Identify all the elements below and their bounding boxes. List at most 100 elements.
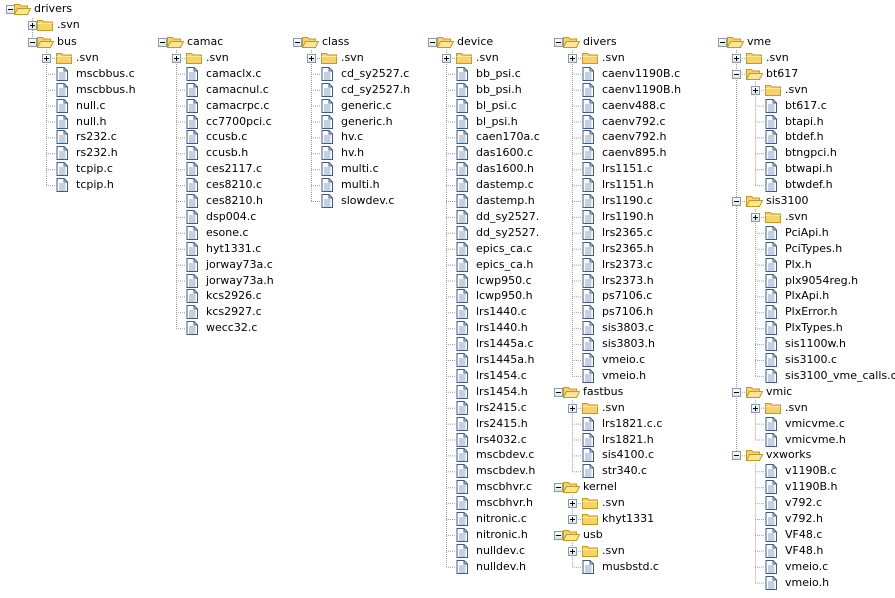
file-node-lrs2415-h[interactable]: lrs2415.h bbox=[456, 416, 529, 432]
collapse-icon[interactable] bbox=[158, 38, 167, 47]
file-node-lrs1190-c[interactable]: lrs1190.c bbox=[582, 193, 654, 209]
expand-icon[interactable] bbox=[751, 85, 760, 95]
expand-icon[interactable] bbox=[751, 212, 760, 222]
folder-node-vme[interactable]: vme bbox=[727, 34, 772, 50]
file-node-tcpip-c[interactable]: tcpip.c bbox=[56, 161, 114, 177]
collapse-icon[interactable] bbox=[718, 38, 727, 47]
file-node-btwapi-h[interactable]: btwapi.h bbox=[765, 161, 834, 177]
file-node-btwdef-h[interactable]: btwdef.h bbox=[765, 177, 834, 193]
file-node-rs232-c[interactable]: rs232.c bbox=[56, 129, 118, 145]
file-node-epics-ca-h[interactable]: epics_ca.h bbox=[456, 257, 534, 273]
file-node-jorway73a-h[interactable]: jorway73a.h bbox=[186, 273, 275, 289]
file-node-caenv895-h[interactable]: caenv895.h bbox=[582, 145, 668, 161]
expand-icon[interactable] bbox=[307, 53, 316, 63]
file-node-camacnul-c[interactable]: camacnul.c bbox=[186, 82, 270, 98]
file-node-lrs1454-c[interactable]: lrs1454.c bbox=[456, 368, 528, 384]
expand-icon[interactable] bbox=[732, 53, 741, 63]
file-node-lrs2415-c[interactable]: lrs2415.c bbox=[456, 400, 528, 416]
file-node-lrs1151-h[interactable]: lrs1151.h bbox=[582, 177, 655, 193]
file-node-hv-h[interactable]: hv.h bbox=[321, 145, 365, 161]
folder-node-divers[interactable]: divers bbox=[563, 34, 618, 50]
file-node-vmeio-c[interactable]: vmeio.c bbox=[582, 352, 646, 368]
file-node-bl-psi-h[interactable]: bl_psi.h bbox=[456, 114, 519, 130]
file-node-multi-c[interactable]: multi.c bbox=[321, 161, 380, 177]
file-node-slowdev-c[interactable]: slowdev.c bbox=[321, 193, 395, 209]
file-node-ces2117-c[interactable]: ces2117.c bbox=[186, 161, 263, 177]
file-node-das1600-c[interactable]: das1600.c bbox=[456, 145, 534, 161]
expand-icon[interactable] bbox=[28, 21, 37, 30]
file-node-esone-c[interactable]: esone.c bbox=[186, 225, 250, 241]
folder-node-sis3100[interactable]: sis3100 bbox=[746, 193, 810, 209]
file-node-mscbbus-h[interactable]: mscbbus.h bbox=[56, 82, 137, 98]
collapse-icon[interactable] bbox=[554, 483, 563, 493]
file-node-generic-h[interactable]: generic.h bbox=[321, 114, 394, 130]
file-node-null-c[interactable]: null.c bbox=[56, 98, 107, 114]
file-node-das1600-h[interactable]: das1600.h bbox=[456, 161, 535, 177]
file-node-vmeio-c[interactable]: vmeio.c bbox=[765, 559, 829, 575]
file-node-ces8210-h[interactable]: ces8210.h bbox=[186, 193, 264, 209]
file-node-kcs2926-c[interactable]: kcs2926.c bbox=[186, 288, 263, 304]
file-node-ccusb-h[interactable]: ccusb.h bbox=[186, 145, 249, 161]
file-node-lrs2365-c[interactable]: lrs2365.c bbox=[582, 225, 654, 241]
file-node-v1190b-c[interactable]: v1190B.c bbox=[765, 463, 838, 479]
file-node-ccusb-c[interactable]: ccusb.c bbox=[186, 129, 248, 145]
file-node-hv-c[interactable]: hv.c bbox=[321, 129, 364, 145]
file-node-mscbdev-h[interactable]: mscbdev.h bbox=[456, 463, 536, 479]
file-node-caenv792-h[interactable]: caenv792.h bbox=[582, 129, 668, 145]
file-node-lrs4032-c[interactable]: lrs4032.c bbox=[456, 432, 528, 448]
file-node-caenv792-c[interactable]: caenv792.c bbox=[582, 114, 667, 130]
folder-node-svn[interactable]: .svn bbox=[37, 17, 81, 33]
folder-node-bus[interactable]: bus bbox=[37, 34, 78, 50]
file-node-str340-c[interactable]: str340.c bbox=[582, 463, 648, 479]
file-node-lrs1440-h[interactable]: lrs1440.h bbox=[456, 320, 529, 336]
collapse-icon[interactable] bbox=[554, 530, 563, 540]
file-node-lrs1821-c-c[interactable]: lrs1821.c.c bbox=[582, 416, 663, 432]
file-node-mscbhvr-h[interactable]: mscbhvr.h bbox=[456, 495, 534, 511]
file-node-vmicvme-c[interactable]: vmicvme.c bbox=[765, 416, 846, 432]
file-node-plxapi-h[interactable]: PlxApi.h bbox=[765, 288, 830, 304]
file-node-vmicvme-h[interactable]: vmicvme.h bbox=[765, 432, 847, 448]
folder-node-camac[interactable]: camac bbox=[167, 34, 224, 50]
collapse-icon[interactable] bbox=[732, 69, 741, 79]
folder-node-svn[interactable]: .svn bbox=[746, 50, 790, 66]
file-node-lrs1454-h[interactable]: lrs1454.h bbox=[456, 384, 529, 400]
expand-icon[interactable] bbox=[568, 515, 577, 524]
file-node-mscbbus-c[interactable]: mscbbus.c bbox=[56, 66, 136, 82]
file-node-musbstd-c[interactable]: musbstd.c bbox=[582, 559, 660, 575]
file-node-lrs2373-c[interactable]: lrs2373.c bbox=[582, 257, 654, 273]
file-node-nitronic-h[interactable]: nitronic.h bbox=[456, 527, 529, 543]
folder-node-fastbus[interactable]: fastbus bbox=[563, 384, 624, 400]
file-node-cc7700pci-c[interactable]: cc7700pci.c bbox=[186, 114, 273, 130]
folder-node-svn[interactable]: .svn bbox=[765, 400, 809, 416]
file-node-sis1100w-h[interactable]: sis1100w.h bbox=[765, 336, 847, 352]
file-node-rs232-h[interactable]: rs232.h bbox=[56, 145, 119, 161]
file-node-wecc32-c[interactable]: wecc32.c bbox=[186, 320, 258, 336]
folder-node-khyt1331[interactable]: khyt1331 bbox=[582, 511, 655, 527]
file-node-nulldev-h[interactable]: nulldev.h bbox=[456, 559, 527, 575]
file-node-pciapi-h[interactable]: PciApi.h bbox=[765, 225, 830, 241]
file-node-dd-sy2527[interactable]: dd_sy2527. bbox=[456, 225, 540, 241]
collapse-icon[interactable] bbox=[428, 38, 437, 47]
file-node-lrs1445a-h[interactable]: lrs1445a.h bbox=[456, 352, 536, 368]
file-node-tcpip-h[interactable]: tcpip.h bbox=[56, 177, 115, 193]
file-node-plx9054reg-h[interactable]: plx9054reg.h bbox=[765, 273, 859, 289]
file-node-ps7106-c[interactable]: ps7106.c bbox=[582, 288, 653, 304]
file-node-lrs1440-c[interactable]: lrs1440.c bbox=[456, 304, 528, 320]
file-node-vf48-h[interactable]: VF48.h bbox=[765, 543, 824, 559]
collapse-icon[interactable] bbox=[732, 387, 741, 397]
file-node-epics-ca-c[interactable]: epics_ca.c bbox=[456, 241, 533, 257]
file-node-generic-c[interactable]: generic.c bbox=[321, 98, 393, 114]
folder-node-svn[interactable]: .svn bbox=[765, 209, 809, 225]
file-node-sis4100-c[interactable]: sis4100.c bbox=[582, 447, 655, 463]
file-node-mscbhvr-c[interactable]: mscbhvr.c bbox=[456, 479, 533, 495]
file-node-btngpci-h[interactable]: btngpci.h bbox=[765, 145, 838, 161]
folder-node-usb[interactable]: usb bbox=[563, 527, 604, 543]
file-node-null-h[interactable]: null.h bbox=[56, 114, 108, 130]
file-node-dd-sy2527[interactable]: dd_sy2527. bbox=[456, 209, 540, 225]
folder-node-svn[interactable]: .svn bbox=[582, 50, 626, 66]
folder-node-svn[interactable]: .svn bbox=[765, 82, 809, 98]
file-node-lrs1151-c[interactable]: lrs1151.c bbox=[582, 161, 654, 177]
file-node-sis3803-h[interactable]: sis3803.h bbox=[582, 336, 656, 352]
file-node-kcs2927-c[interactable]: kcs2927.c bbox=[186, 304, 263, 320]
file-node-v792-h[interactable]: v792.h bbox=[765, 511, 824, 527]
